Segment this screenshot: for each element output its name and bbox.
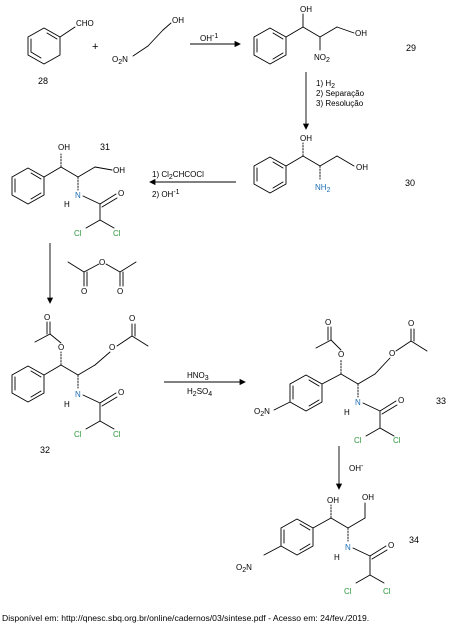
- nitro-label: O2N: [236, 563, 252, 574]
- ester-o-2: O: [389, 349, 395, 358]
- acetyl-o-2: O: [129, 314, 135, 323]
- compound-30: OH NH2 OH 30: [253, 134, 415, 194]
- source-citation: Disponível em: http://qnesc.sbq.org.br/o…: [2, 613, 370, 623]
- chlorine-label-2: Cl: [113, 430, 121, 439]
- compound-32: O O O O N H O Cl Cl 32: [11, 313, 149, 455]
- step-separation: 2) Separação: [316, 89, 365, 98]
- compound-number-29: 29: [406, 43, 416, 53]
- benzene-ring: [11, 365, 45, 403]
- plus-sign: +: [92, 41, 98, 53]
- compound-34: O2N OH OH N H O Cl Cl 34: [236, 493, 419, 596]
- acetyl-o-1: O: [44, 313, 50, 322]
- hydroxyl-label: OH: [172, 16, 184, 25]
- amide-h-label: H: [344, 408, 350, 417]
- benzene-ring: [280, 518, 314, 556]
- amine-label: NH2: [315, 183, 331, 194]
- compound-31: OH OH 31 N H O Cl Cl: [11, 142, 125, 238]
- hydroxyl-label-2: OH: [113, 166, 125, 175]
- acetyl-o-1: O: [325, 318, 331, 327]
- aldehyde-label: CHO: [76, 19, 94, 28]
- carbonyl-o-2: O: [117, 287, 123, 296]
- amide-n-label: N: [75, 191, 81, 200]
- hydroxyl-label-2: OH: [355, 29, 367, 38]
- chlorine-label-1: Cl: [344, 587, 352, 596]
- chlorine-label-2: Cl: [113, 229, 121, 238]
- compound-29: OH NO2 OH 29: [253, 5, 416, 65]
- acetyl-o-2: O: [408, 319, 414, 328]
- compound-number-28: 28: [38, 76, 48, 86]
- benzene-ring: [253, 27, 287, 65]
- compound-2-nitroethanol: O2N OH: [112, 16, 184, 66]
- hydroxyl-label: OH: [300, 134, 312, 143]
- step-base: 2) OH-1: [152, 189, 180, 199]
- nitro-label: NO2: [314, 53, 330, 64]
- carbonyl-o-label: O: [388, 541, 394, 550]
- reaction-scheme: CHO 28 + O2N OH OH-1 OH NO2 OH 29 1) H2 …: [11, 5, 446, 596]
- benzene-ring: [289, 374, 323, 412]
- ester-o-1: O: [58, 343, 64, 352]
- benzene-ring: [253, 156, 287, 194]
- compound-number-33: 33: [436, 396, 446, 406]
- carbonyl-o-label: O: [398, 396, 404, 405]
- hydroxyl-label: OH: [58, 143, 70, 152]
- reagent-sulfuric-acid: H2SO4: [187, 387, 212, 398]
- hydroxyl-label-2: OH: [362, 493, 374, 502]
- nitro-label: O2N: [254, 407, 270, 418]
- chlorine-label-2: Cl: [383, 587, 391, 596]
- bridging-o: O: [99, 258, 105, 267]
- compound-number-34: 34: [409, 535, 419, 545]
- nitro-label: O2N: [112, 55, 128, 66]
- ester-o-2: O: [109, 343, 115, 352]
- compound-33: O2N O O O O N H O Cl Cl 33: [254, 318, 446, 445]
- carbonyl-o-1: O: [81, 287, 87, 296]
- hydroxyl-label: OH: [327, 496, 339, 505]
- acetic-anhydride: O O O: [67, 258, 137, 296]
- amide-n-label: N: [345, 543, 351, 552]
- carbonyl-o-label: O: [118, 189, 124, 198]
- compound-number-32: 32: [40, 445, 50, 455]
- benzene-ring: [27, 27, 61, 65]
- reagent-base: OH-1: [200, 33, 218, 43]
- step-acylation: 1) Cl2CHCOCl: [152, 170, 204, 181]
- compound-28-benzaldehyde: CHO 28: [27, 19, 94, 86]
- chlorine-label-1: Cl: [74, 229, 82, 238]
- carbonyl-o-label: O: [118, 388, 124, 397]
- compound-number-30: 30: [405, 178, 415, 188]
- benzene-ring: [11, 167, 45, 205]
- hydroxyl-label: OH: [300, 5, 312, 14]
- amide-n-label: N: [75, 390, 81, 399]
- ester-o-1: O: [338, 350, 344, 359]
- step-resolution: 3) Resolução: [316, 99, 364, 108]
- chlorine-label-1: Cl: [74, 430, 82, 439]
- step-hydrogenation: 1) H2: [316, 79, 335, 90]
- hydroxyl-label-2: OH: [356, 163, 368, 172]
- reagent-nitric-acid: HNO3: [187, 371, 209, 382]
- amide-h-label: H: [64, 200, 70, 209]
- reagent-hydroxide: OH-: [349, 463, 364, 473]
- chlorine-label-2: Cl: [393, 436, 401, 445]
- amide-n-label: N: [355, 398, 361, 407]
- amide-h-label: H: [334, 553, 340, 562]
- chlorine-label-1: Cl: [354, 436, 362, 445]
- amide-h-label: H: [64, 400, 70, 409]
- compound-number-31: 31: [100, 142, 110, 152]
